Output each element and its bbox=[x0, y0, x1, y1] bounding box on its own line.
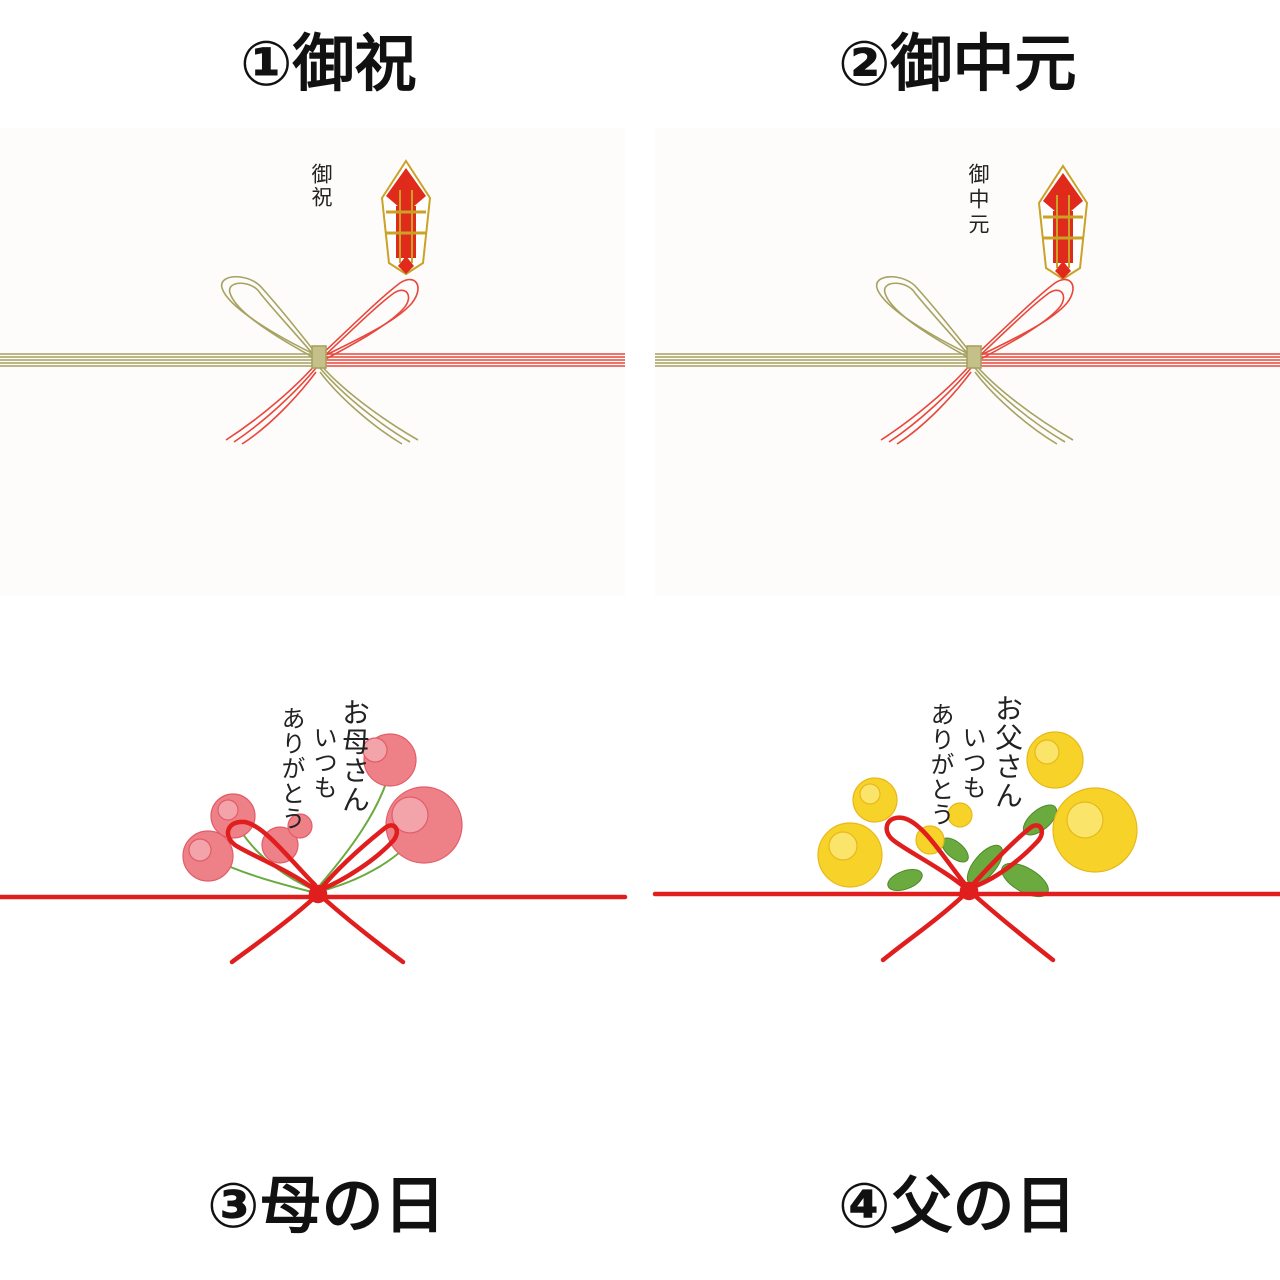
message-line-1: お父さん bbox=[991, 694, 1024, 810]
message-line-3: ありがとう bbox=[277, 706, 305, 831]
message-line-2: いつも bbox=[958, 725, 986, 800]
noshi-ornament-icon bbox=[1037, 164, 1089, 281]
rose-icon bbox=[817, 731, 1138, 888]
noshi-panel-ochugen: 御中元 bbox=[655, 128, 1280, 596]
noshi-panel-mothers-day: お母さん いつも ありがとう bbox=[0, 680, 628, 1000]
leaf-icon bbox=[887, 804, 1058, 898]
heading-fathers-day: ④父の日 bbox=[838, 1169, 1077, 1242]
noshi-panel-fathers-day: お父さん いつも ありがとう bbox=[652, 680, 1280, 1000]
mizuhiki-cords bbox=[655, 276, 1280, 445]
heading-mothers-day: ③母の日 bbox=[207, 1169, 446, 1242]
red-mizuhiki-cord bbox=[652, 815, 1280, 963]
noshi-inscription: 御祝 bbox=[309, 163, 333, 209]
noshi-inscription: 御中元 bbox=[966, 163, 990, 238]
carnation-icon bbox=[182, 733, 463, 882]
heading-goshuku: ①御祝 bbox=[240, 27, 417, 100]
message-line-3: ありがとう bbox=[926, 702, 954, 827]
noshi-panel-goshuku: 御祝 bbox=[0, 128, 625, 596]
noshi-ornament-icon bbox=[380, 159, 432, 276]
message-line-2: いつも bbox=[309, 725, 337, 800]
carnation-bouquet bbox=[0, 733, 628, 965]
message-line-1: お母さん bbox=[338, 698, 371, 814]
mizuhiki-chou-musubi bbox=[0, 159, 625, 445]
mizuhiki-cords bbox=[0, 276, 625, 445]
mizuhiki-chou-musubi bbox=[655, 164, 1280, 445]
red-mizuhiki-cord bbox=[0, 819, 628, 965]
rose-bouquet bbox=[652, 731, 1280, 963]
heading-ochugen: ②御中元 bbox=[838, 27, 1077, 100]
